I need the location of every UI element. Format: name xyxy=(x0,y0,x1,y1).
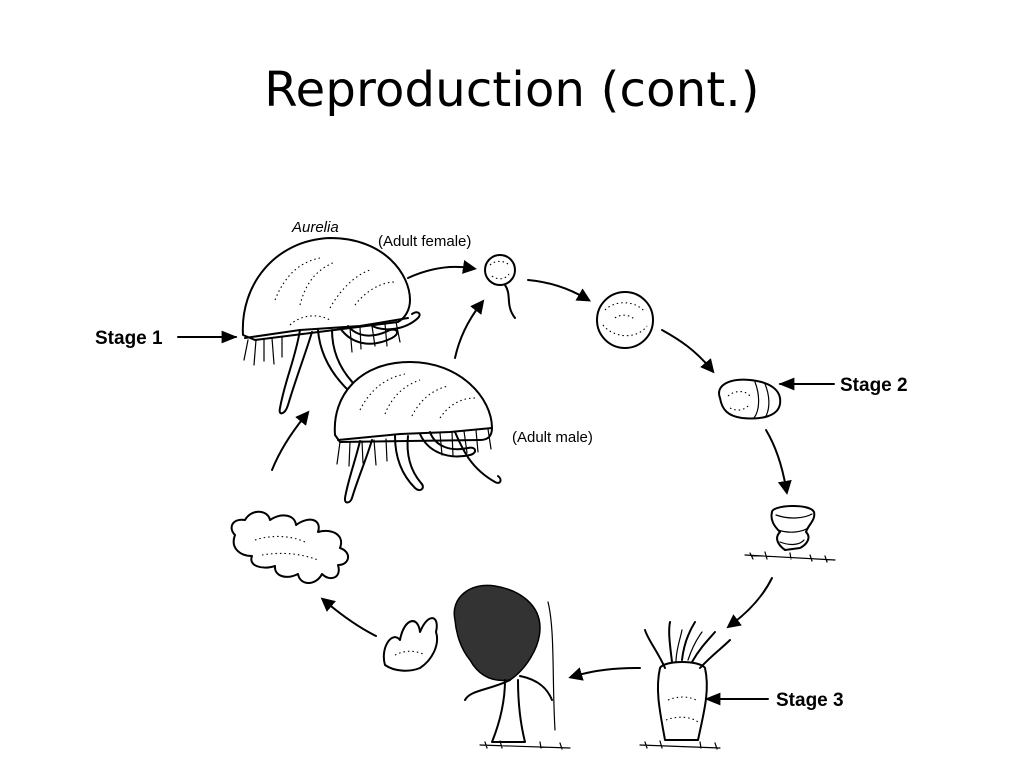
egg-with-sperm xyxy=(484,254,516,319)
adult-female-label: (Adult female) xyxy=(378,233,471,250)
life-cycle-arrows xyxy=(271,260,792,681)
arrow-ephyra-to-adult xyxy=(271,410,310,471)
arrow-egg-to-zygote xyxy=(527,279,592,302)
arrow-female-to-egg xyxy=(407,260,477,279)
arrow-zygote-to-planula xyxy=(661,329,715,374)
ephyra-juvenile xyxy=(382,617,438,672)
stage-1-label: Stage 1 xyxy=(95,328,163,349)
arrow-juvenile-to-ephyra xyxy=(320,597,377,637)
branching-polyp xyxy=(639,621,731,750)
adult-female-medusa xyxy=(241,237,421,415)
adult-male-label: (Adult male) xyxy=(512,429,593,446)
stage-2-label: Stage 2 xyxy=(840,375,908,396)
zygote xyxy=(596,291,654,349)
adult-male-medusa xyxy=(333,361,502,504)
arrow-planula-to-polyp xyxy=(765,429,792,495)
arrow-male-to-egg xyxy=(454,299,485,359)
arrow-branching-to-strobila xyxy=(568,667,641,681)
ephyra xyxy=(230,510,349,584)
slide-title: Reproduction (cont.) xyxy=(264,62,760,118)
settled-polyp xyxy=(744,505,836,563)
planula-larva xyxy=(718,378,782,420)
stage-3-label: Stage 3 xyxy=(776,690,844,711)
arrow-polyp-to-branching xyxy=(726,577,773,629)
strobila xyxy=(453,584,571,750)
species-label: Aurelia xyxy=(291,219,339,236)
